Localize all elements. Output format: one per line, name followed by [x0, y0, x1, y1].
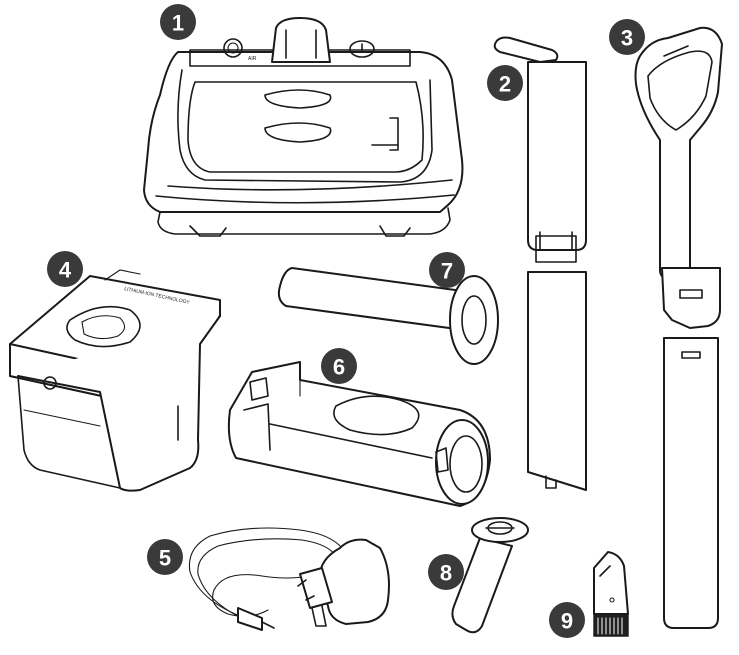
badge-9-circle — [549, 602, 585, 638]
badge-1: 1 — [160, 4, 196, 40]
badge-8-circle — [428, 554, 464, 590]
badge-4: 4 — [47, 251, 83, 287]
badge-3: 3 — [609, 19, 645, 55]
badge-6: 6 — [321, 348, 357, 384]
badge-8-label: 8 — [440, 561, 452, 586]
svg-text:AIR: AIR — [248, 56, 257, 62]
badge-6-label: 6 — [333, 355, 345, 380]
badge-5: 5 — [147, 539, 183, 575]
badge-5-label: 5 — [159, 546, 171, 571]
part-1-base-unit: AIR — [143, 17, 464, 237]
part-3-handle-tube — [634, 26, 723, 629]
badge-7: 7 — [429, 252, 465, 288]
badge-7-circle — [429, 252, 465, 288]
badge-3-label: 3 — [621, 26, 633, 51]
badge-1-circle — [160, 4, 196, 40]
part-9-brush-tool — [593, 551, 629, 637]
part-4-filter-box: LITHIUM-ION TECHNOLOGY — [9, 269, 221, 492]
badge-5-circle — [147, 539, 183, 575]
badge-9: 9 — [549, 602, 585, 638]
badge-2: 2 — [487, 65, 523, 101]
badge-3-circle — [609, 19, 645, 55]
part-6-motor-housing — [227, 361, 491, 507]
part-8-roller — [451, 517, 529, 634]
badge-9-label: 9 — [561, 609, 573, 634]
badge-2-circle — [487, 65, 523, 101]
part-5-charger — [188, 527, 390, 631]
badge-4-label: 4 — [59, 258, 72, 283]
badge-2-label: 2 — [499, 72, 511, 97]
badge-7-label: 7 — [441, 259, 453, 284]
badge-8: 8 — [428, 554, 464, 590]
badge-6-circle — [321, 348, 357, 384]
part-7-tube — [277, 267, 499, 365]
part-2-wand — [493, 36, 587, 491]
badge-4-circle — [47, 251, 83, 287]
badge-1-label: 1 — [172, 11, 184, 36]
